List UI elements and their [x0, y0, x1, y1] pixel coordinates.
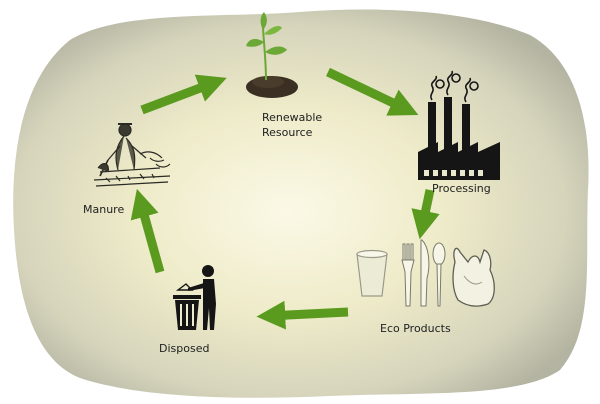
fork-icon — [401, 243, 415, 307]
label-renewable-line2: Resource — [262, 126, 313, 139]
label-disposed: Disposed — [159, 342, 210, 355]
knife-icon — [420, 239, 430, 307]
factory-icon — [418, 70, 500, 180]
arrow-processing-to-eco — [411, 189, 440, 240]
seedling-icon — [246, 12, 298, 98]
arrow-eco-to-disposed — [256, 300, 349, 330]
label-renewable-line1: Renewable — [262, 111, 323, 124]
label-eco-products: Eco Products — [380, 322, 451, 335]
arrow-renewable-to-processing — [326, 67, 419, 116]
cup-icon — [356, 249, 388, 297]
eco-products-icon — [356, 239, 495, 307]
arrow-disposed-to-manure — [130, 188, 165, 274]
plastic-bag-icon — [452, 247, 495, 307]
trash-bin-icon — [173, 265, 216, 330]
label-renewable-resource: Renewable Resource — [262, 110, 332, 140]
farmer-icon — [93, 123, 171, 187]
label-processing: Processing — [432, 182, 491, 195]
arrow-manure-to-renewable — [140, 74, 227, 115]
label-manure: Manure — [83, 203, 125, 216]
cycle-arrows — [130, 67, 440, 330]
spoon-icon — [432, 242, 446, 307]
